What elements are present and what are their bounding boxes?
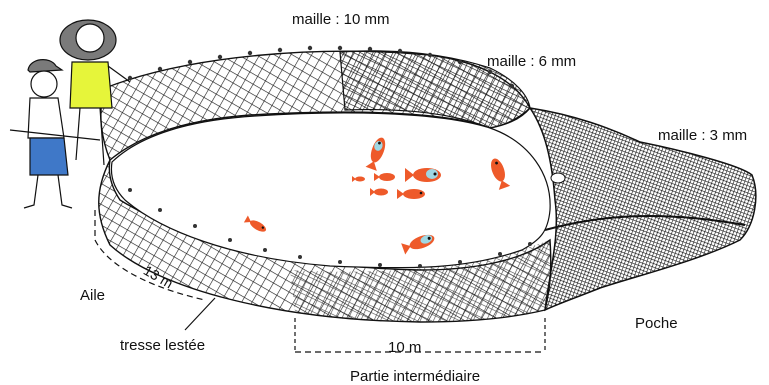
- label-lead-line: tresse lestée: [120, 337, 205, 354]
- label-mesh-10mm: maille : 10 mm: [292, 11, 390, 28]
- label-middle-length: 10 m: [388, 339, 421, 356]
- label-middle-part: Partie intermédiaire: [350, 368, 480, 385]
- label-pocket: Poche: [635, 315, 678, 332]
- label-wing: Aile: [80, 287, 105, 304]
- label-mesh-6mm: maille : 6 mm: [487, 53, 576, 70]
- label-mesh-3mm: maille : 3 mm: [658, 127, 747, 144]
